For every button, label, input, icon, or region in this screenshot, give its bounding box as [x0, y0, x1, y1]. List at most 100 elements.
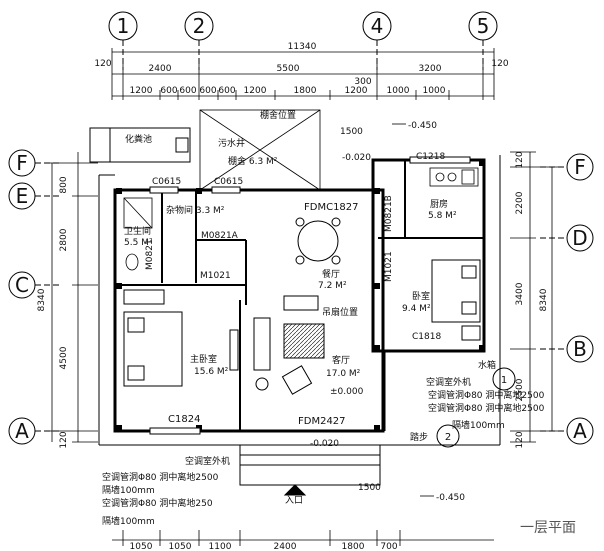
dim-left-800: 800 [59, 176, 69, 193]
living-label: 客厅 [332, 354, 350, 366]
living-furniture [253, 295, 325, 395]
dim-left-120: 120 [59, 431, 69, 448]
window-c1824: C1824 [168, 414, 200, 425]
dim-left-total: 8340 [37, 288, 47, 311]
dim-r3-7: 1200 [345, 86, 368, 96]
dim-r3-2: 600 [179, 86, 196, 96]
entry-porch [239, 444, 381, 496]
dim-offset-left: 120 [94, 59, 111, 69]
dim-r3-1: 600 [160, 86, 177, 96]
master-area: 15.6 M² [194, 367, 229, 377]
grid-label-E-left: E [16, 184, 29, 208]
top-dimension-lines [111, 48, 495, 100]
right-dimension-lines [510, 151, 558, 443]
door-fdm2427: FDM2427 [298, 416, 346, 427]
canopy-position-label: 棚舍位置 [260, 109, 296, 121]
dim-r3-8: 1000 [387, 86, 410, 96]
note-ac-hole-right-1: 空调管洞Φ80 洞中离地2500 [428, 389, 545, 401]
dim-offset-right: 120 [491, 59, 508, 69]
elev-porch: -0.020 [342, 153, 371, 163]
top-windows [149, 156, 471, 194]
dim-2400: 2400 [149, 64, 172, 74]
sub-mark-2: 2 [445, 432, 451, 443]
dim-bottom-4: 1800 [342, 542, 365, 551]
dim-1500-top: 1500 [340, 127, 363, 137]
dim-right-3400: 3400 [515, 282, 525, 305]
bedroom-area: 9.4 M² [402, 304, 431, 314]
door-m1021-b: M1021 [384, 251, 394, 282]
bedroom-label: 卧室 [412, 290, 430, 302]
window-c1824-mark [149, 427, 201, 435]
sub-mark-1: 1 [501, 375, 507, 386]
bottom-dimension-lines [112, 530, 494, 546]
dim-r3-4: 600 [218, 86, 235, 96]
kitchen-fixtures [429, 167, 479, 187]
grid-label-D-right: D [572, 226, 587, 250]
dim-right-120b: 120 [515, 431, 525, 448]
dim-1500-bottom: 1500 [358, 483, 381, 493]
window-c1218: C1218 [416, 152, 445, 162]
grid-label-C-left: C [15, 273, 29, 297]
grid-label-A-right: A [573, 419, 587, 443]
kitchen-label: 厨房 [430, 198, 448, 210]
elev-outside-top: -0.450 [408, 121, 437, 131]
dim-right-2200: 2200 [515, 191, 525, 214]
dim-left-4500: 4500 [59, 346, 69, 369]
dim-300: 300 [354, 77, 371, 87]
grid-label-4: 4 [371, 14, 384, 38]
dim-3200: 3200 [419, 64, 442, 74]
interior-walls [115, 160, 484, 431]
dim-total-width: 11340 [288, 42, 317, 52]
sub-mark-1-circle [492, 367, 516, 391]
kitchen-area: 5.8 M² [428, 211, 457, 221]
elev-entry: -0.020 [310, 439, 339, 449]
dim-left-2800: 2800 [59, 228, 69, 251]
bathroom-fixtures [123, 197, 153, 271]
canopy-area-label: 棚舍 6.3 M² [228, 155, 278, 167]
dim-bottom-0: 1050 [130, 542, 153, 551]
grid-label-A-left: A [15, 419, 29, 443]
elev-outside-bottom: -0.450 [436, 493, 465, 503]
door-m1021-a: M1021 [200, 271, 231, 281]
dim-bottom-5: 700 [380, 542, 397, 551]
dining-table [295, 217, 341, 265]
note-ac-hole-right-2: 空调管洞Φ80 洞中离地2500 [428, 402, 545, 414]
note-ac-hole-left-2: 空调管洞Φ80 洞中离地250 [102, 497, 213, 509]
door-m0821: M0821 [145, 239, 155, 270]
outer-walls [98, 155, 501, 446]
window-c0615-b: C0615 [214, 177, 243, 187]
dining-area: 7.2 M² [318, 281, 347, 291]
grid-label-1: 1 [117, 14, 130, 38]
dim-right-2500: 2500 [515, 378, 525, 401]
dim-bottom-3: 2400 [274, 542, 297, 551]
septic-tank [89, 127, 191, 163]
grid-label-5: 5 [477, 14, 490, 38]
ac-unit-left: 空调室外机 [185, 455, 230, 467]
dim-bottom-1: 1050 [169, 542, 192, 551]
bath-area: 5.5 M² [124, 238, 153, 248]
living-area: 17.0 M² [326, 369, 361, 379]
door-fdmc1827: FDMC1827 [304, 202, 359, 213]
canopy-area [199, 109, 321, 191]
grid-label-F-right: F [574, 155, 586, 179]
dim-5500: 5500 [277, 64, 300, 74]
grid-label-B-right: B [573, 337, 587, 361]
grid-label-F-left: F [16, 151, 28, 175]
dim-r3-3: 600 [199, 86, 216, 96]
dim-right-120: 120 [515, 151, 525, 168]
dim-r3-6: 1800 [294, 86, 317, 96]
note-wall-left-2: 隔墙100mm [102, 515, 155, 527]
door-m0821b: M0821B [384, 195, 394, 232]
elev-living-floor: ±0.000 [330, 387, 364, 397]
master-label: 主卧室 [190, 353, 217, 365]
water-tank-label: 水箱 [478, 359, 496, 371]
note-wall-right: 隔墙100mm [452, 419, 505, 431]
sub-mark-2-circle [436, 424, 460, 448]
window-c1818: C1818 [412, 332, 441, 342]
top-grid-axes [108, 11, 498, 70]
grid-label-2: 2 [193, 14, 206, 38]
septic-label: 化粪池 [125, 133, 152, 145]
dim-r3-9: 1000 [423, 86, 446, 96]
window-c0615-a: C0615 [152, 177, 181, 187]
